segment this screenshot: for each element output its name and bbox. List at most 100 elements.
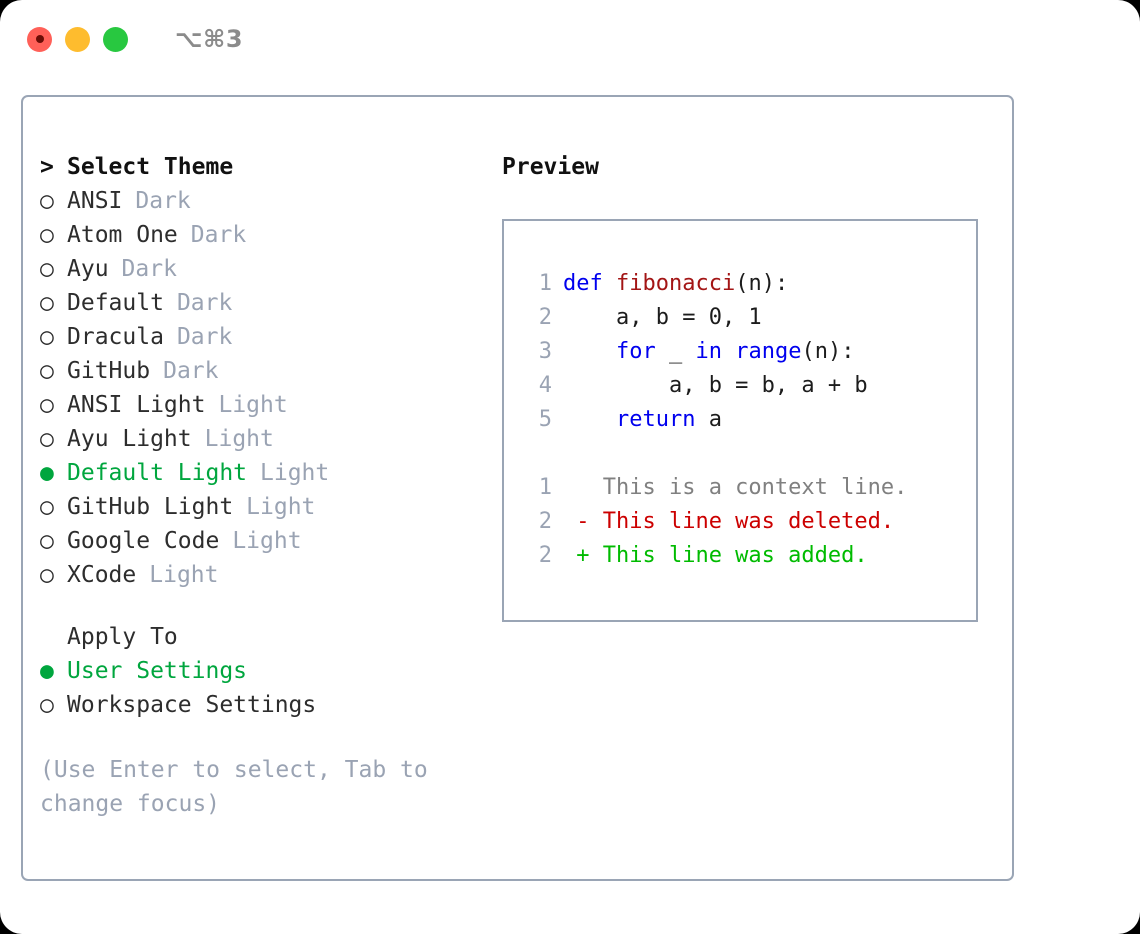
theme-list-item-selected[interactable]: ● Default Light Light: [40, 456, 490, 490]
theme-list-item[interactable]: ○ Google Code Light: [40, 524, 490, 558]
theme-list-item[interactable]: ○ GitHub Light Light: [40, 490, 490, 524]
theme-list-item[interactable]: ○ Atom One Dark: [40, 218, 490, 252]
code-line: 4 a, b = b, a + b: [522, 369, 976, 403]
radio-icon[interactable]: ○: [40, 392, 54, 418]
code-content: a, b = 0, 1: [563, 301, 762, 335]
preview-box: 1 def fibonacci(n): 2 a, b = 0, 1 3 for …: [502, 219, 978, 622]
code-line: 2 a, b = 0, 1: [522, 301, 976, 335]
theme-category-tag: Light: [218, 392, 288, 418]
theme-category-tag: Dark: [190, 222, 247, 248]
line-number: 2: [538, 543, 552, 568]
minimize-button[interactable]: [65, 26, 90, 52]
theme-category-tag: Light: [260, 460, 330, 486]
theme-list-item[interactable]: ○ XCode Light: [40, 558, 490, 592]
theme-picker-header: > Select Theme: [40, 150, 490, 184]
radio-icon[interactable]: ○: [40, 222, 54, 248]
theme-list-item[interactable]: ○ Dracula Dark: [40, 320, 490, 354]
shortcut-label: ⌥⌘3: [175, 25, 244, 53]
radio-icon[interactable]: ○: [40, 290, 54, 316]
theme-list-item[interactable]: ○ Ayu Light Light: [40, 422, 490, 456]
theme-name: Google Code: [67, 528, 220, 554]
window-controls: [27, 26, 128, 52]
theme-list-item[interactable]: ○ ANSI Light Light: [40, 388, 490, 422]
theme-name: Ayu Light: [67, 426, 192, 452]
theme-name: Dracula: [67, 324, 164, 350]
caret-icon: >: [40, 154, 54, 180]
radio-icon[interactable]: ○: [40, 358, 54, 384]
code-token: fibonacci: [615, 271, 736, 296]
code-token: (n):: [801, 339, 855, 364]
code-token: a, b = b, a + b: [563, 373, 868, 398]
diff-content: - This line was deleted.: [563, 509, 895, 534]
diff-content: This is a context line.: [563, 475, 908, 500]
theme-list-item[interactable]: ○ Ayu Dark: [40, 252, 490, 286]
line-number: 2: [538, 509, 552, 534]
code-token: [563, 407, 616, 432]
theme-name: Ayu: [67, 256, 109, 282]
zoom-button[interactable]: [103, 26, 128, 52]
recording-indicator-icon: [35, 35, 44, 43]
line-number: 1: [538, 475, 552, 500]
code-line: 1 def fibonacci(n):: [522, 267, 976, 301]
apply-to-option-label: Workspace Settings: [67, 692, 317, 718]
code-token: _: [655, 339, 696, 364]
line-number: 5: [538, 407, 552, 432]
diff-line-added: 2 + This line was added.: [522, 539, 976, 573]
theme-name: XCode: [67, 562, 137, 588]
theme-category-tag: Dark: [163, 358, 219, 384]
code-token: def: [563, 271, 616, 296]
code-content: return a: [563, 403, 722, 437]
apply-to-marker-spacer: [40, 620, 67, 654]
apply-to-option-workspace-settings[interactable]: ○ Workspace Settings: [40, 688, 490, 722]
radio-icon[interactable]: ○: [40, 256, 54, 282]
radio-icon[interactable]: ○: [40, 426, 54, 452]
apply-to-option-user-settings[interactable]: ● User Settings: [40, 654, 490, 688]
radio-icon-selected[interactable]: ●: [40, 658, 54, 684]
radio-icon[interactable]: ○: [40, 188, 54, 214]
close-button[interactable]: [27, 26, 52, 52]
radio-icon[interactable]: ○: [40, 528, 54, 554]
apply-to-title: Apply To: [67, 624, 178, 650]
theme-category-tag: Light: [204, 426, 274, 452]
radio-icon-selected[interactable]: ●: [40, 460, 54, 486]
theme-category-tag: Light: [246, 494, 316, 520]
keyboard-hint: (Use Enter to select, Tab to change focu…: [40, 757, 428, 817]
line-number: 2: [538, 305, 552, 330]
code-blank-line: [522, 437, 976, 471]
radio-icon[interactable]: ○: [40, 324, 54, 350]
line-number: 4: [538, 373, 552, 398]
code-token: a: [695, 407, 722, 432]
preview-title: Preview: [502, 154, 599, 180]
theme-list-item[interactable]: ○ GitHub Dark: [40, 354, 490, 388]
radio-icon[interactable]: ○: [40, 494, 54, 520]
theme-name: Default Light: [67, 460, 248, 486]
theme-name: Atom One: [67, 222, 178, 248]
code-line: 3 for _ in range(n):: [522, 335, 976, 369]
panel-columns: > Select Theme ○ ANSI Dark ○ Atom One Da…: [23, 97, 1012, 879]
code-token: a, b = 0, 1: [563, 305, 762, 330]
diff-line-context: 1 This is a context line.: [522, 471, 976, 505]
code-token: (n):: [735, 271, 789, 296]
theme-category-tag: Dark: [176, 324, 233, 350]
preview-column: Preview 1 def fibonacci(n): 2 a, b = 0, …: [502, 150, 992, 622]
theme-name: ANSI: [67, 188, 123, 214]
diff-content: + This line was added.: [563, 543, 868, 568]
code-token: range: [735, 339, 802, 364]
theme-name: ANSI Light: [67, 392, 206, 418]
theme-name: Default: [67, 290, 164, 316]
theme-category-tag: Dark: [121, 256, 177, 282]
radio-icon[interactable]: ○: [40, 562, 54, 588]
main-panel: > Select Theme ○ ANSI Dark ○ Atom One Da…: [21, 95, 1014, 881]
theme-list-item[interactable]: ○ ANSI Dark: [40, 184, 490, 218]
theme-list-item[interactable]: ○ Default Dark: [40, 286, 490, 320]
theme-name: GitHub Light: [67, 494, 234, 520]
code-token: for: [615, 339, 656, 364]
line-number: 3: [538, 339, 552, 364]
code-token: [563, 339, 616, 364]
code-token: return: [615, 407, 696, 432]
radio-icon[interactable]: ○: [40, 692, 54, 718]
theme-category-tag: Dark: [135, 188, 191, 214]
diff-line-deleted: 2 - This line was deleted.: [522, 505, 976, 539]
code-content: for _ in range(n):: [563, 335, 854, 369]
